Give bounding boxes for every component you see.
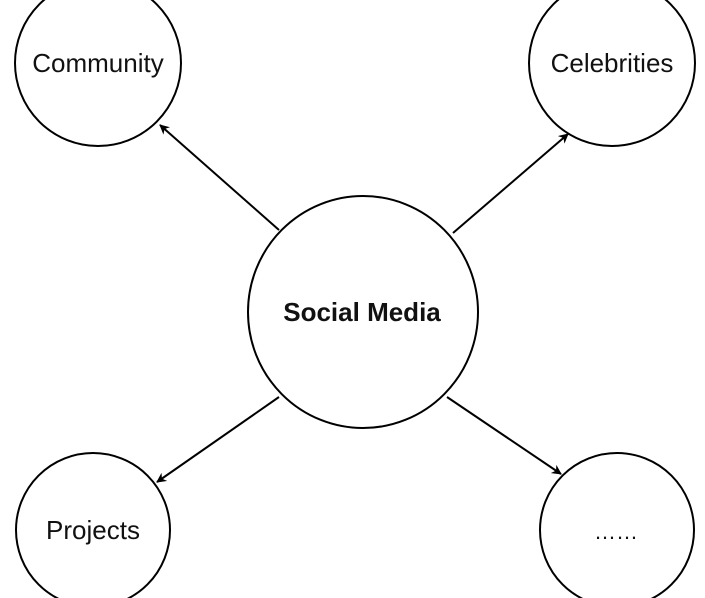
node-community [14, 0, 182, 147]
more-label: …… [594, 519, 638, 544]
node-celebrities [528, 0, 696, 147]
node-projects [15, 452, 171, 598]
social-media-label: Social Media [283, 297, 441, 327]
community-label: Community [32, 48, 163, 78]
projects-label: Projects [46, 515, 140, 545]
node-social-media [247, 195, 479, 429]
node-more [539, 452, 695, 598]
edge-to-more [446, 396, 562, 475]
edge-to-community [159, 124, 280, 231]
edge-to-celebrities [452, 133, 569, 234]
edge-to-projects [156, 396, 280, 483]
celebrities-label: Celebrities [551, 48, 674, 78]
